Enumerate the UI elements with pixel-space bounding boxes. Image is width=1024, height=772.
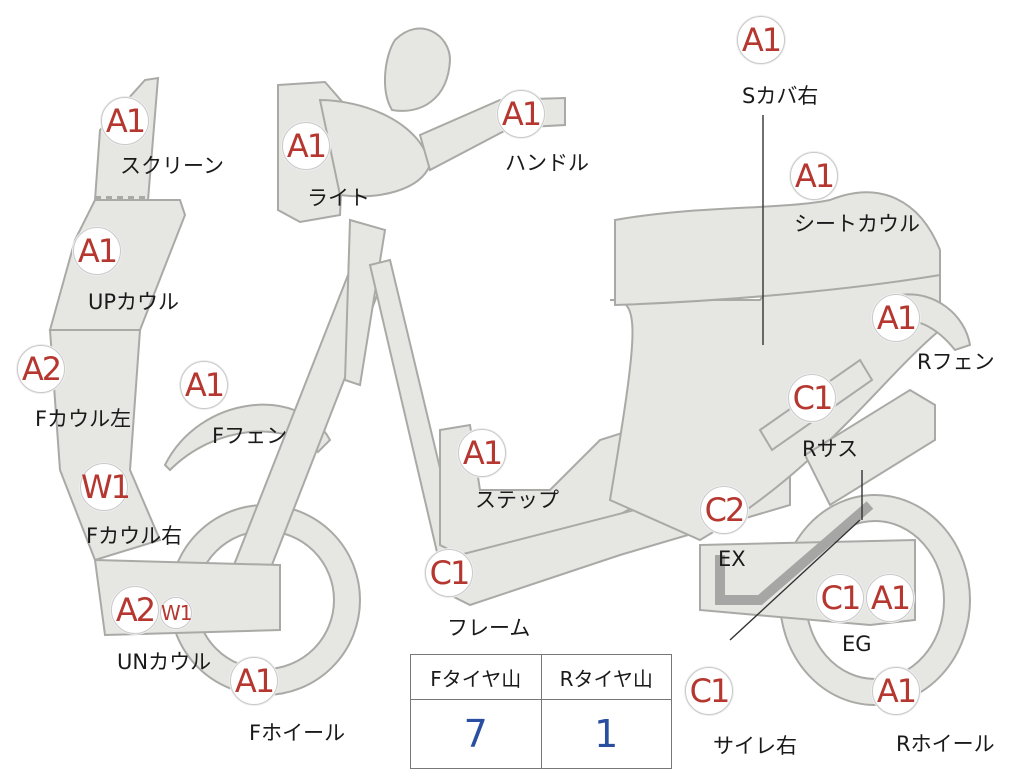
screen-badge[interactable]: A1 bbox=[101, 97, 149, 145]
r-sus-label: Rサス bbox=[802, 437, 859, 461]
handle-label: ハンドル bbox=[505, 151, 589, 175]
r-sus-badge[interactable]: C1 bbox=[788, 374, 836, 422]
silencer-right-label: サイレ右 bbox=[713, 734, 797, 758]
seat-cowl-badge[interactable]: A1 bbox=[790, 152, 838, 200]
screen-label: スクリーン bbox=[120, 154, 224, 178]
s-cover-right-badge[interactable]: A1 bbox=[737, 16, 785, 64]
r-wheel-label: Rホイール bbox=[896, 732, 995, 756]
silencer-leader bbox=[729, 519, 861, 641]
tire-tread-table: Fタイヤ山 Rタイヤ山 7 1 bbox=[410, 654, 672, 769]
f-wheel-badge[interactable]: A1 bbox=[230, 657, 278, 705]
step-badge[interactable]: A1 bbox=[458, 429, 506, 477]
seat-shape bbox=[614, 191, 941, 307]
light-badge[interactable]: A1 bbox=[282, 122, 330, 170]
mirror-shape bbox=[384, 27, 452, 112]
air-box-shape bbox=[803, 388, 936, 507]
ex-badge[interactable]: C2 bbox=[700, 486, 748, 534]
exhaust-shape bbox=[715, 501, 874, 605]
f-cowl-left-label: Fカウル左 bbox=[35, 407, 132, 431]
frame-downtube-shape bbox=[343, 218, 387, 387]
f-cowl-shape bbox=[48, 329, 162, 562]
un-cowl-label: UNカウル bbox=[117, 650, 212, 674]
step-label: ステップ bbox=[475, 488, 559, 512]
front-wheel-shape bbox=[169, 504, 362, 696]
eg-badge-2[interactable]: A1 bbox=[866, 574, 914, 622]
frame-label: フレーム bbox=[447, 616, 531, 640]
s-cover-right-label: Sカバ右 bbox=[742, 84, 819, 108]
f-cowl-right-badge[interactable]: W1 bbox=[80, 463, 131, 511]
f-wheel-label: Fホイール bbox=[249, 721, 346, 745]
handle-badge[interactable]: A1 bbox=[497, 90, 545, 138]
light-label: ライト bbox=[307, 186, 370, 210]
un-cowl-badge[interactable]: A2 bbox=[111, 586, 159, 634]
r-fender-badge[interactable]: A1 bbox=[872, 294, 920, 342]
silencer-right-badge[interactable]: C1 bbox=[685, 667, 733, 715]
rear-tire-value[interactable]: 1 bbox=[540, 699, 672, 769]
seat-cowl-label: シートカウル bbox=[794, 212, 920, 236]
eg-label: EG bbox=[842, 632, 872, 656]
f-fender-label: Fフェン bbox=[212, 424, 288, 448]
f-cowl-right-label: Fカウル右 bbox=[86, 524, 183, 548]
front-fender-shape bbox=[163, 403, 332, 472]
up-cowl-badge[interactable]: A1 bbox=[73, 227, 121, 275]
tire-table-value-row: 7 1 bbox=[410, 699, 672, 769]
front-tire-header: Fタイヤ山 bbox=[410, 654, 542, 700]
r-fender-label: Rフェン bbox=[917, 350, 995, 374]
tire-table-header-row: Fタイヤ山 Rタイヤ山 bbox=[410, 654, 672, 700]
f-cowl-left-badge[interactable]: A2 bbox=[17, 345, 65, 393]
r-wheel-badge[interactable]: A1 bbox=[872, 667, 920, 715]
up-cowl-label: UPカウル bbox=[88, 290, 180, 314]
un-cowl-badge-2[interactable]: W1 bbox=[160, 597, 193, 629]
front-tire-value[interactable]: 7 bbox=[410, 699, 542, 769]
eg-badge[interactable]: C1 bbox=[816, 574, 864, 622]
rear-tire-header: Rタイヤ山 bbox=[540, 654, 672, 700]
ex-label: EX bbox=[718, 547, 746, 571]
frame-badge[interactable]: C1 bbox=[425, 549, 473, 597]
f-fender-badge[interactable]: A1 bbox=[180, 361, 228, 409]
